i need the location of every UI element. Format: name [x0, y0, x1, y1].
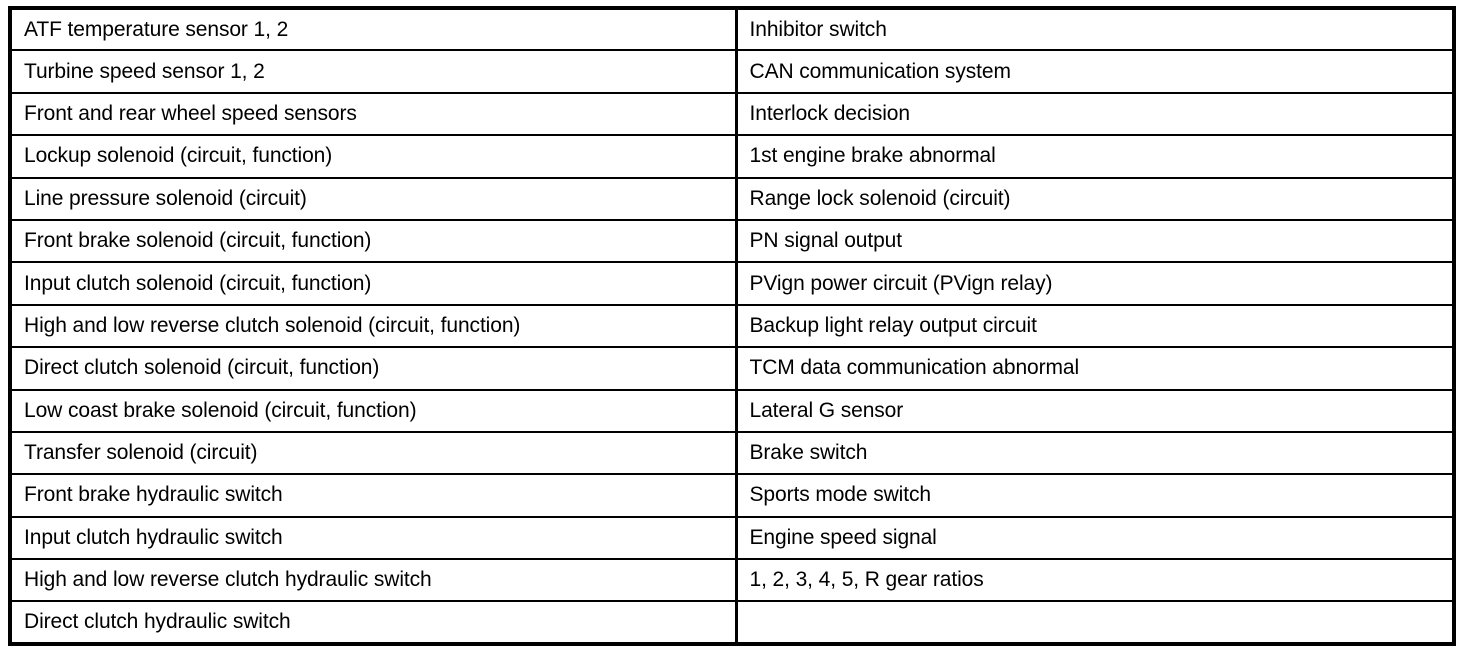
table-row: Lockup solenoid (circuit, function)1st e… [10, 134, 1454, 179]
table-cell-right-empty [736, 600, 1454, 644]
table-cell-left: Direct clutch solenoid (circuit, functio… [10, 346, 738, 391]
table-cell-right: Inhibitor switch [736, 8, 1454, 52]
table-cell-right: 1st engine brake abnormal [736, 134, 1454, 179]
table-cell-left: Line pressure solenoid (circuit) [10, 176, 738, 221]
table-row: Front brake solenoid (circuit, function)… [10, 218, 1454, 264]
table-cell-left: Front brake solenoid (circuit, function) [10, 218, 738, 264]
table-row: High and low reverse clutch solenoid (ci… [10, 303, 1454, 349]
table-cell-left: Front brake hydraulic switch [10, 473, 738, 518]
table-row: Direct clutch solenoid (circuit, functio… [10, 346, 1454, 391]
table-cell-right: PVign power circuit (PVign relay) [736, 261, 1454, 306]
table-cell-right: Interlock decision [736, 91, 1454, 137]
table-cell-left: Input clutch hydraulic switch [10, 515, 738, 561]
table-cell-left: Input clutch solenoid (circuit, function… [10, 261, 738, 306]
table-cell-right: Lateral G sensor [736, 388, 1454, 433]
table-row: Input clutch solenoid (circuit, function… [10, 261, 1454, 306]
table-cell-right: Range lock solenoid (circuit) [736, 176, 1454, 221]
table-row: Low coast brake solenoid (circuit, funct… [10, 388, 1454, 433]
table-cell-right: 1, 2, 3, 4, 5, R gear ratios [736, 558, 1454, 603]
table-cell-left: High and low reverse clutch solenoid (ci… [10, 303, 738, 349]
table-cell-left: Low coast brake solenoid (circuit, funct… [10, 388, 738, 433]
table-row: Line pressure solenoid (circuit)Range lo… [10, 176, 1454, 221]
table-cell-right: TCM data communication abnormal [736, 346, 1454, 391]
table-row: Transfer solenoid (circuit)Brake switch [10, 430, 1454, 476]
table-cell-left: Turbine speed sensor 1, 2 [10, 49, 738, 94]
table-cell-left: Transfer solenoid (circuit) [10, 430, 738, 476]
table-cell-right: PN signal output [736, 218, 1454, 264]
table-row: Direct clutch hydraulic switch [10, 600, 1454, 644]
table-cell-right: Backup light relay output circuit [736, 303, 1454, 349]
table-cell-right: Sports mode switch [736, 473, 1454, 518]
table-cell-left: ATF temperature sensor 1, 2 [10, 8, 738, 52]
table-cell-left: High and low reverse clutch hydraulic sw… [10, 558, 738, 603]
table-cell-left: Lockup solenoid (circuit, function) [10, 134, 738, 179]
table-cell-left: Direct clutch hydraulic switch [10, 600, 738, 644]
table-row: High and low reverse clutch hydraulic sw… [10, 558, 1454, 603]
table-cell-right: Brake switch [736, 430, 1454, 476]
table-cell-left: Front and rear wheel speed sensors [10, 91, 738, 137]
table-cell-right: CAN communication system [736, 49, 1454, 94]
table-cell-right: Engine speed signal [736, 515, 1454, 561]
